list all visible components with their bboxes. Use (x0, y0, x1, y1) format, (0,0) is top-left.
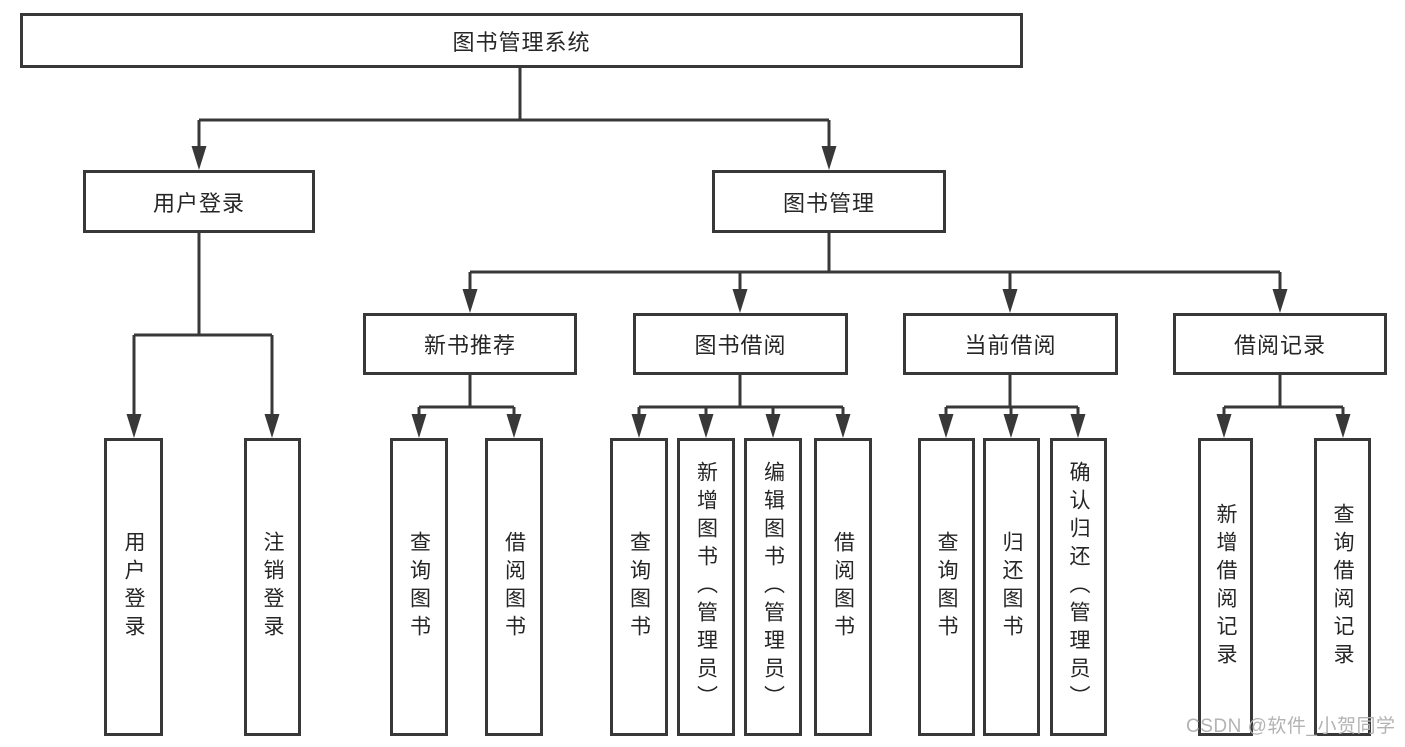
leaf-add-books-admin: 新增图书（管理员） (677, 438, 735, 736)
leaf-borrow-books: 借阅图书 (814, 438, 872, 736)
leaf-query-books-recommend: 查询图书 (390, 438, 448, 736)
leaf-add-borrow-record: 新增借阅记录 (1198, 438, 1253, 736)
leaf-query-borrow-record: 查询借阅记录 (1314, 438, 1371, 736)
node-book-borrow: 图书借阅 (633, 313, 848, 375)
csdn-watermark: CSDN @软件_小贺同学 (1186, 716, 1396, 737)
node-user-login: 用户登录 (83, 170, 315, 233)
leaf-query-books-borrow: 查询图书 (610, 438, 668, 736)
node-new-book-recommend: 新书推荐 (363, 313, 577, 375)
arrowhead-icons (126, 146, 1351, 438)
leaf-user-login: 用户登录 (104, 438, 163, 736)
leaf-query-books-current: 查询图书 (918, 438, 975, 736)
node-book-management: 图书管理 (712, 170, 946, 233)
leaf-logout: 注销登录 (244, 438, 301, 736)
leaf-borrow-books-recommend: 借阅图书 (485, 438, 543, 736)
leaf-edit-books-admin: 编辑图书（管理员） (744, 438, 802, 736)
leaf-return-books: 归还图书 (983, 438, 1040, 736)
leaf-confirm-return-admin: 确认归还（管理员） (1050, 438, 1107, 736)
node-root-system: 图书管理系统 (20, 13, 1023, 68)
node-borrow-records: 借阅记录 (1173, 313, 1387, 375)
node-current-borrow: 当前借阅 (903, 313, 1118, 375)
